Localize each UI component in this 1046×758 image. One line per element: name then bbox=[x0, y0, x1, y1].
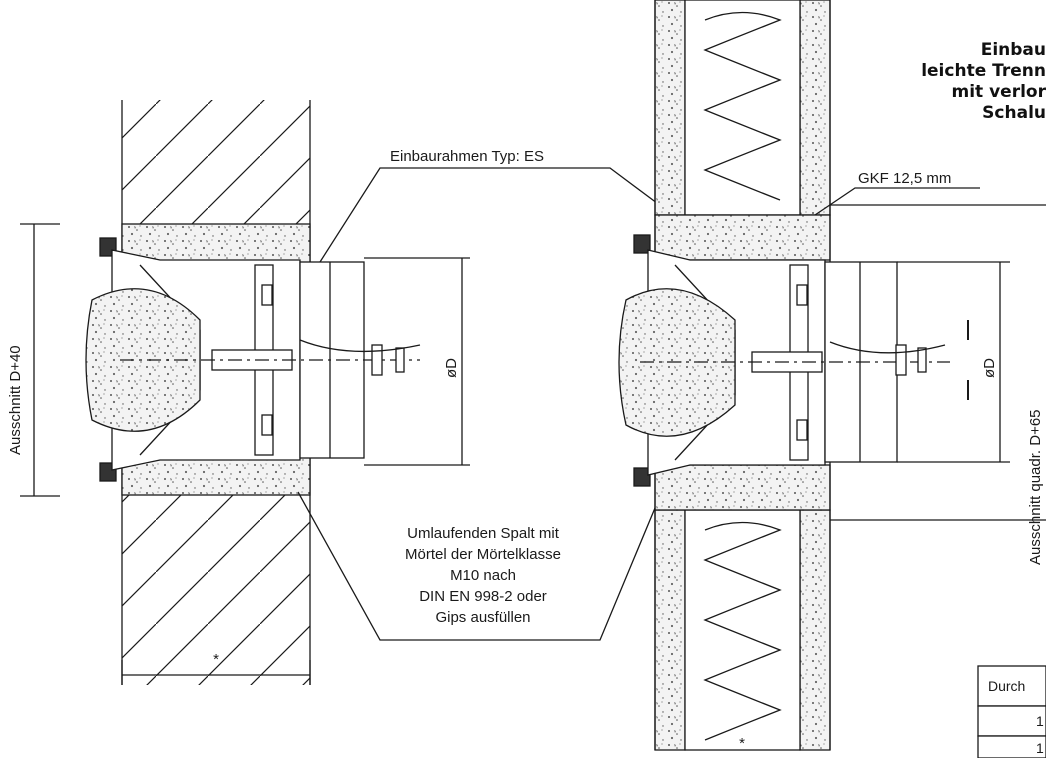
note-line-2: Mörtel der Mörtelklasse bbox=[405, 546, 561, 563]
title-line-3: mit verlor bbox=[952, 82, 1046, 102]
dimension-asterisk-left: * bbox=[213, 651, 219, 668]
diameter-right-label: øD bbox=[981, 358, 998, 378]
right-detail bbox=[618, 0, 1046, 758]
title-line-4: Schalu bbox=[982, 103, 1046, 123]
table-row-1: 1 bbox=[1036, 713, 1044, 729]
gkf-label: GKF 12,5 mm bbox=[858, 170, 951, 187]
note-line-5: Gips ausfüllen bbox=[435, 609, 530, 626]
note-line-1: Umlaufenden Spalt mit bbox=[407, 525, 560, 542]
cutout-left-label: Ausschnitt D+40 bbox=[7, 345, 24, 455]
diameter-left-label: øD bbox=[443, 358, 460, 378]
cutout-right-label: Ausschnitt quadr. D+65 bbox=[1027, 409, 1044, 565]
title-line-1: Einbau bbox=[981, 40, 1046, 60]
frame-label: Einbaurahmen Typ: ES bbox=[390, 148, 544, 165]
note-line-3: M10 nach bbox=[450, 567, 516, 584]
note-line-4: DIN EN 998-2 oder bbox=[419, 588, 547, 605]
table-row-2: 1 bbox=[1036, 740, 1044, 756]
title-line-2: leichte Trenn bbox=[921, 61, 1046, 81]
left-detail bbox=[20, 100, 721, 685]
dimension-asterisk-right: * bbox=[739, 735, 745, 752]
table-header: Durch bbox=[988, 678, 1025, 694]
